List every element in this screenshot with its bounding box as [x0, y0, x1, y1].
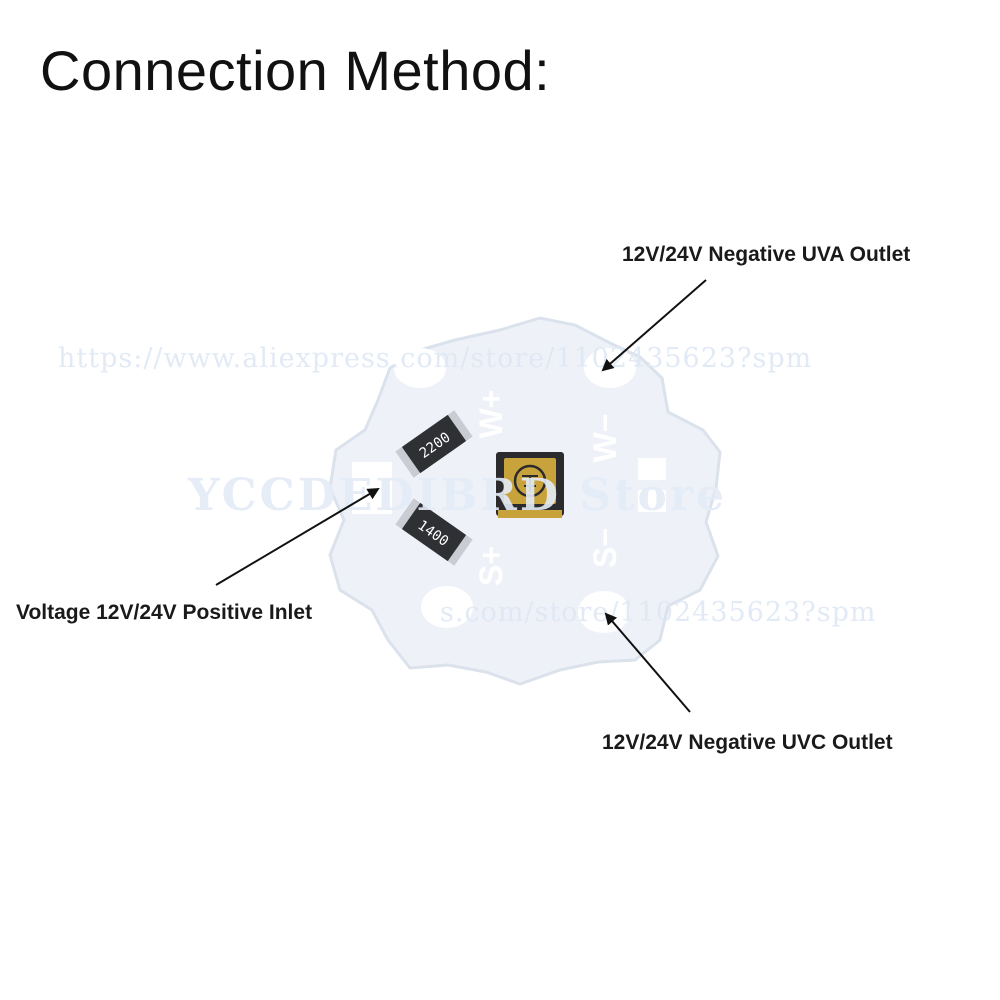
label-s-plus: S+: [473, 546, 509, 586]
watermark-url-top: https://www.aliexpress.com/store/1102435…: [58, 343, 813, 374]
callout-uvc-outlet: 12V/24V Negative UVC Outlet: [602, 731, 893, 754]
watermark-url-bottom: s.com/store/1102435623?spm: [440, 597, 877, 628]
pad-square-right-2: [638, 490, 666, 512]
label-w-minus: W−: [587, 414, 623, 463]
pad-s-plus: [421, 586, 473, 628]
uv-led-chip: [496, 452, 564, 518]
pad-square-right-1: [638, 458, 666, 480]
callout-positive-inlet: Voltage 12V/24V Positive Inlet: [16, 601, 313, 624]
watermark-store-name: YCCDEDIBRD Store: [188, 470, 727, 521]
resistor-bottom: 1400: [395, 498, 473, 566]
pad-top-left: [394, 348, 446, 388]
label-w-plus: W+: [473, 390, 509, 439]
page-title: Connection Method:: [40, 39, 551, 102]
callout-uva-outlet: 12V/24V Negative UVA Outlet: [622, 243, 911, 266]
label-s-minus: S−: [587, 528, 623, 568]
